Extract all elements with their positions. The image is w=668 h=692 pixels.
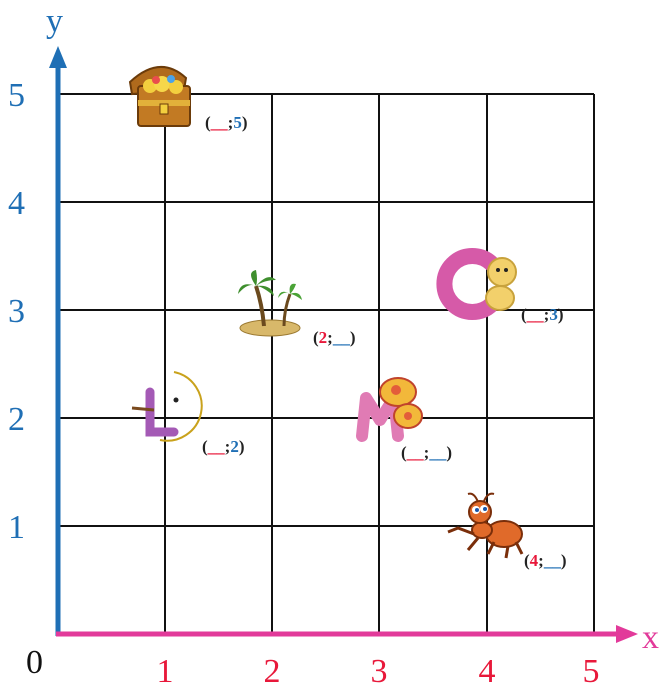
coord-label-island: (2;__) [313, 328, 356, 347]
x-tick-4: 4 [479, 653, 496, 690]
x-tick-3: 3 [371, 653, 388, 690]
y-tick-1: 1 [8, 509, 25, 546]
letter-l-moon-icon [132, 372, 202, 441]
y-tick-5: 5 [8, 77, 25, 114]
svg-text:(4;__): (4;__) [524, 551, 567, 570]
svg-text:(2;__): (2;__) [313, 328, 356, 347]
svg-text:(__;3): (__;3) [521, 305, 564, 324]
x-tick-5: 5 [583, 653, 600, 690]
treasure-chest-icon [130, 67, 190, 126]
y-axis-name: y [46, 3, 63, 40]
x-tick-labels: 1 2 3 4 5 [157, 653, 600, 690]
y-axis [49, 46, 67, 636]
x-tick-1: 1 [157, 653, 174, 690]
palm-island-icon [238, 270, 302, 336]
y-tick-labels: 1 2 3 4 5 [8, 77, 25, 546]
svg-text:(__;5): (__;5) [205, 113, 248, 132]
x-axis-name: x [642, 619, 659, 656]
y-axis-arrow-icon [49, 46, 67, 68]
y-tick-3: 3 [8, 293, 25, 330]
y-tick-2: 2 [8, 401, 25, 438]
x-axis [56, 625, 638, 643]
origin-label: 0 [26, 644, 43, 681]
y-tick-4: 4 [8, 185, 25, 222]
grid [58, 94, 594, 634]
coord-label-letter-m: (__;__) [401, 443, 452, 462]
letter-c-lion-icon [444, 256, 516, 312]
x-tick-2: 2 [264, 653, 281, 690]
coord-label-letter-l: (__;2) [202, 437, 245, 456]
coord-label-letter-c: (__;3) [521, 305, 564, 324]
svg-text:(__;2): (__;2) [202, 437, 245, 456]
letter-m-butterfly-icon [362, 378, 422, 436]
x-axis-arrow-icon [616, 625, 638, 643]
svg-text:(__;__): (__;__) [401, 443, 452, 462]
coord-label-treasure: (__;5) [205, 113, 248, 132]
coord-label-ant: (4;__) [524, 551, 567, 570]
